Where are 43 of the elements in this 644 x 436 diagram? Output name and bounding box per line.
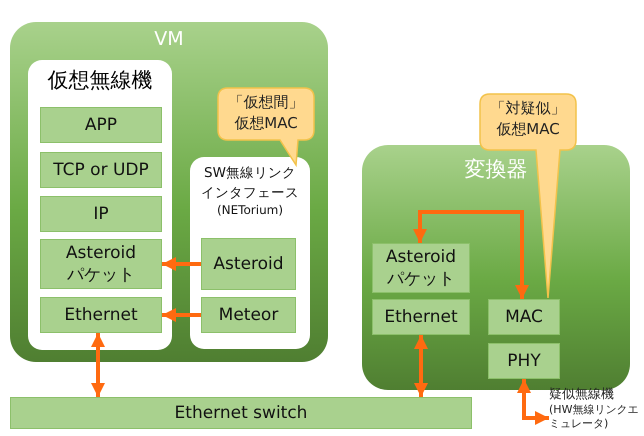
layer-label: Ethernet [64, 304, 138, 326]
layer-box [372, 243, 470, 293]
group-title: 変換器 [464, 156, 528, 183]
panel-subtitle: (NETorium) [216, 203, 284, 217]
layer-box [488, 299, 560, 335]
layer-label: Asteroid [213, 253, 284, 275]
layer-box [488, 343, 560, 379]
layer-label: APP [84, 114, 118, 136]
arrow [91, 333, 105, 397]
layer-label: IP [93, 203, 109, 225]
layer-label: Ethernet switch [174, 403, 308, 423]
callout-text: 「対疑似」仮想MAC [490, 98, 566, 140]
device-label: 疑似無線機 [549, 386, 615, 403]
layer-box [201, 297, 296, 333]
group-container [10, 22, 328, 362]
layer-box [201, 238, 296, 290]
layer-label: PHY [507, 350, 541, 372]
panel-title: SW無線リンクインタフェース [200, 164, 300, 203]
arrow [414, 335, 428, 397]
layer-label: Asteroid パケット [64, 242, 138, 286]
layer-box [40, 107, 162, 143]
device-note: (HW無線リンクエミュレータ) [549, 403, 640, 431]
speech-bubble [218, 88, 314, 166]
group-panel [28, 60, 172, 350]
layer-label: Ethernet [384, 306, 458, 328]
panel-title: 仮想無線機 [46, 67, 154, 94]
arrow [162, 257, 201, 271]
group-panel [190, 157, 310, 349]
layer-label: Asteroid パケット [384, 246, 458, 290]
layer-box [372, 299, 470, 335]
layer-box [40, 239, 162, 289]
layer-box [40, 196, 162, 232]
callout-text: 「仮想間」仮想MAC [228, 92, 304, 134]
layer-box [40, 297, 162, 333]
layer-label: TCP or UDP [53, 159, 149, 181]
layer-label: MAC [505, 306, 543, 328]
arrow [413, 210, 529, 299]
arrow [162, 308, 201, 322]
arrow [517, 379, 549, 425]
layer-label: Meteor [218, 304, 278, 326]
network-bar [10, 397, 472, 429]
group-title: VM [153, 28, 185, 50]
layer-box [40, 152, 162, 188]
